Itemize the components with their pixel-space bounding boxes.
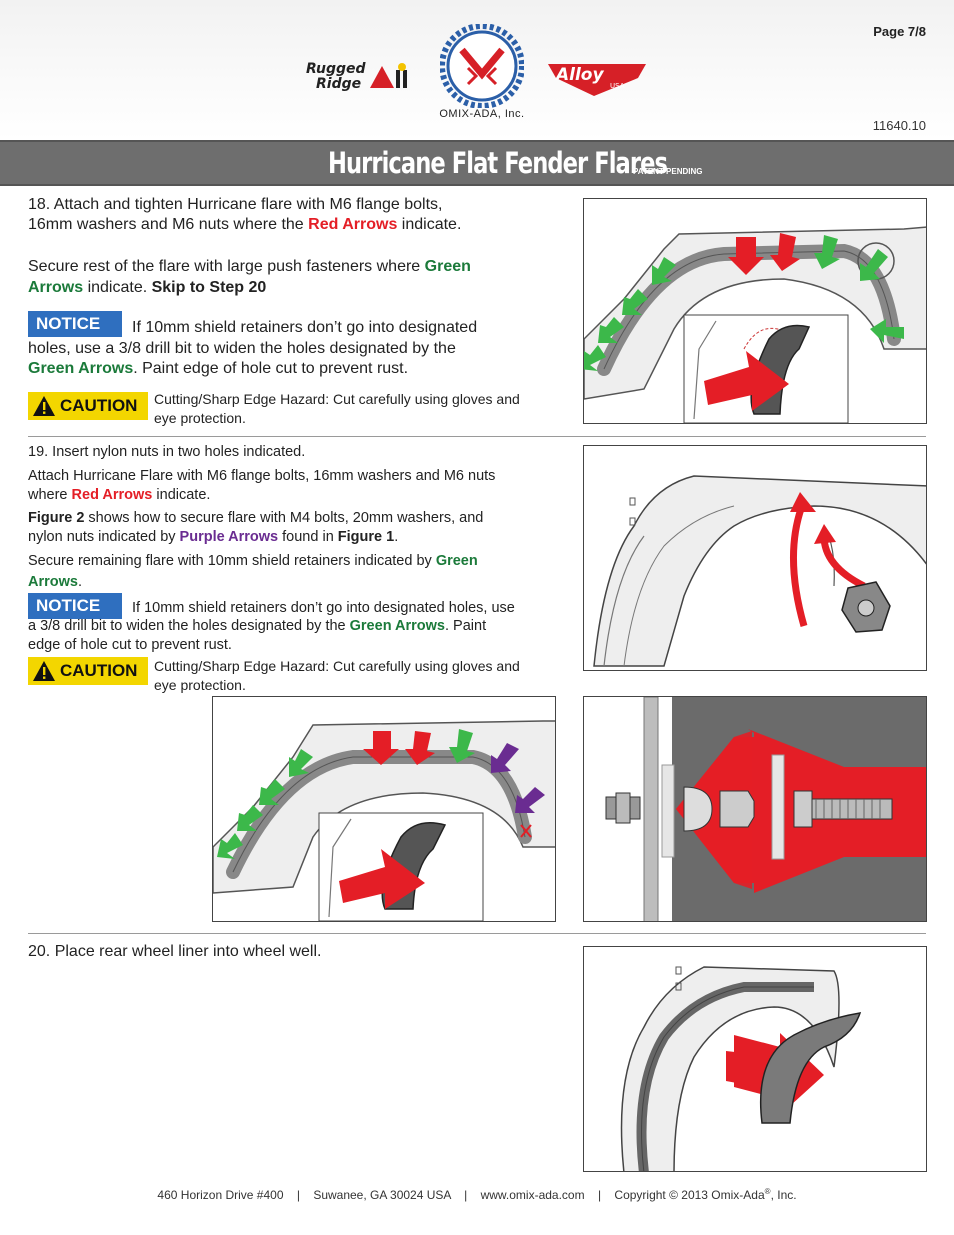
omix-ada-name: OMIX-ADA, Inc. [439,108,525,120]
step18-line3: Secure rest of the flare with large push… [28,258,471,275]
caution-badge: CAUTION [28,392,148,420]
step19-notice-line2: a 3/8 drill bit to widen the holes desig… [28,618,487,634]
step19-notice-line1: If 10mm shield retainers don’t go into d… [132,600,515,616]
svg-text:Rugged: Rugged [306,61,367,77]
footer-inc: , Inc. [770,1188,797,1202]
caution-badge-2: CAUTION [28,657,148,685]
step18-caution-line2: eye protection. [154,410,246,426]
svg-text:Alloy: Alloy [554,65,604,85]
step19-caution-line1: Cutting/Sharp Edge Hazard: Cut carefully… [154,658,520,674]
step18-notice-line1: If 10mm shield retainers don’t go into d… [132,319,478,336]
warning-triangle-icon [33,396,55,416]
step18-line1: 18. Attach and tighten Hurricane flare w… [28,196,443,213]
step19-line7: Arrows. [28,574,82,590]
footer-separator: | [296,1188,300,1202]
step18-figure [583,198,927,424]
footer-separator: | [597,1188,602,1202]
footer-city: Suwanee, GA 30024 USA [313,1188,451,1202]
step19-notice-line3: edge of hole cut to prevent rust. [28,637,232,653]
step18-line2: 16mm washers and M6 nuts where the Red A… [28,216,462,233]
step19-line1: 19. Insert nylon nuts in two holes indic… [28,444,306,460]
step18-caution-line1: Cutting/Sharp Edge Hazard: Cut carefully… [154,391,520,407]
step19-line3: where Red Arrows indicate. [28,487,211,503]
step20-wheel-liner-figure [583,946,927,1172]
svg-text:USA: USA [610,82,625,90]
step18-notice-line2: holes, use a 3/8 drill bit to widen the … [28,340,456,357]
omix-ada-gear-logo [440,24,524,108]
svg-text:Ridge: Ridge [316,76,361,92]
footer: 460 Horizon Drive #400 | Suwanee, GA 300… [0,1187,954,1202]
step19-line2: Attach Hurricane Flare with M6 flange bo… [28,468,496,484]
page-title: Hurricane Flat Fender Flares [328,146,668,180]
step19-nylon-nut-figure [583,445,927,671]
figure-2 [583,696,927,922]
alloy-usa-logo: Alloy USA [548,64,646,96]
section-divider-2 [28,933,926,934]
patent-pending-label: PATENT PENDING [633,167,703,176]
footer-address: 460 Horizon Drive #400 [157,1188,284,1202]
step20-line1: 20. Place rear wheel liner into wheel we… [28,943,322,960]
section-divider-1 [28,436,926,437]
title-bar [0,140,954,186]
footer-separator: | [464,1188,468,1202]
notice-badge: NOTICE [28,311,122,337]
footer-copyright: Copyright © 2013 Omix-Ada [614,1188,765,1202]
figure-1 [212,696,556,922]
part-number: 11640.10 [872,118,926,133]
footer-url[interactable]: www.omix-ada.com [480,1188,585,1202]
step18-line4: Arrows indicate. Skip to Step 20 [28,279,267,296]
page-number: Page 7/8 [873,24,926,39]
step18-notice-line3: Green Arrows. Paint edge of hole cut to … [28,360,409,377]
step19-line6: Secure remaining flare with 10mm shield … [28,553,478,569]
step19-line4: Figure 2 shows how to secure flare with … [28,510,484,526]
step19-caution-line2: eye protection. [154,677,246,693]
step19-line5: nylon nuts indicated by Purple Arrows fo… [28,529,399,545]
warning-triangle-icon [33,661,55,681]
registered-mark: ® [764,1187,771,1196]
rugged-ridge-logo: Rugged Ridge [306,61,407,92]
notice-badge-2: NOTICE [28,593,122,619]
